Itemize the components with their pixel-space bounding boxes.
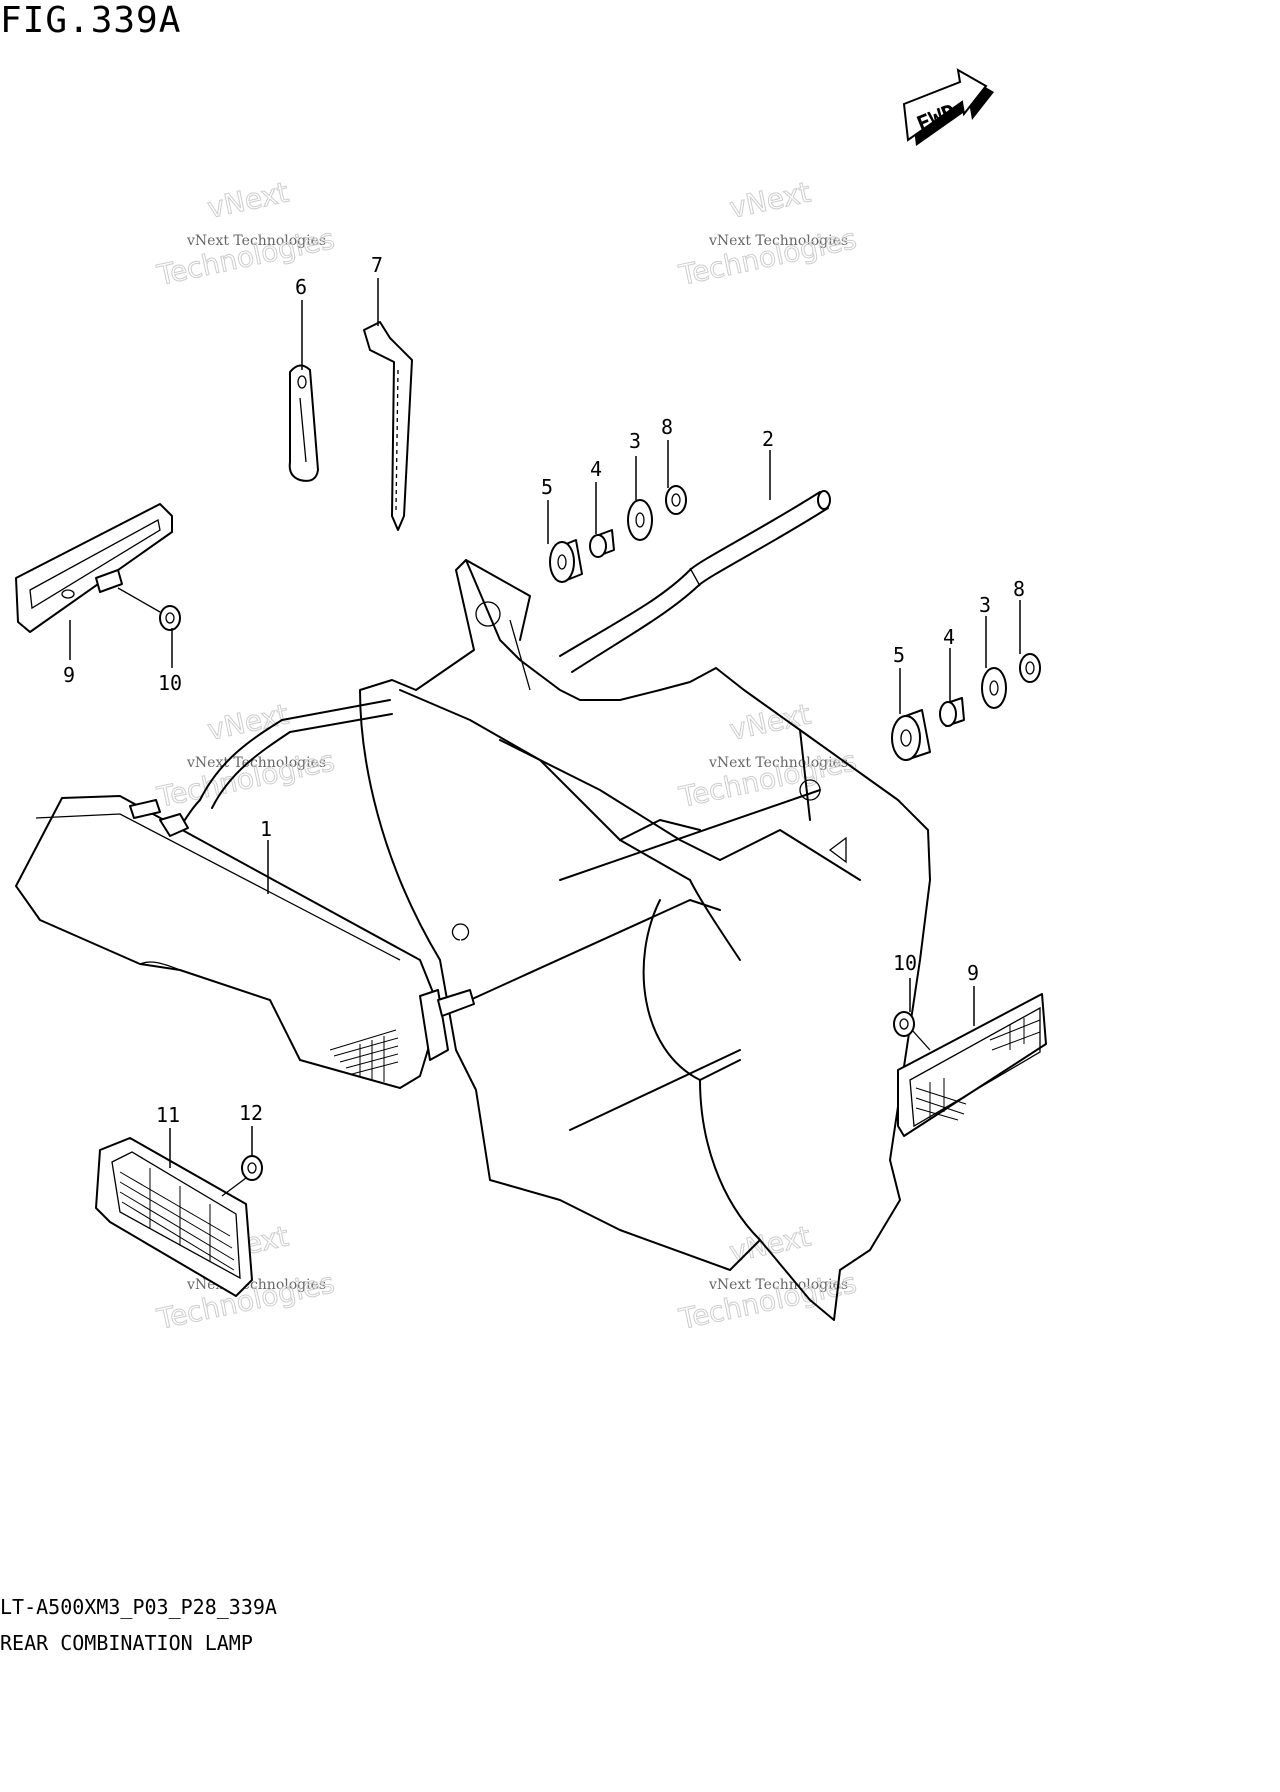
- lamp-wire: [179, 699, 393, 827]
- callout-12: 12: [239, 1101, 263, 1125]
- callout-6: 6: [295, 275, 307, 299]
- callout-5-right: 5: [893, 643, 905, 667]
- part-1-rear-combination-lamp: [15, 795, 475, 1089]
- svg-text:vNext: vNext: [205, 176, 292, 225]
- part-8-nut-right: [1019, 653, 1041, 683]
- figure-title: FIG.339A: [0, 0, 182, 41]
- callout-3-upper: 3: [629, 429, 641, 453]
- part-10-nut-left: [159, 605, 181, 631]
- part-9-reflector-right: [897, 993, 1047, 1137]
- callout-5-upper: 5: [541, 475, 553, 499]
- bracket-body: [359, 559, 931, 1321]
- part-3-washer-upper: [627, 499, 653, 541]
- svg-text:vNext Technologies: vNext Technologies: [708, 233, 848, 249]
- watermark-1: vNext vNext Technologies Technologies: [153, 175, 338, 292]
- part-5-grommet-upper: [549, 539, 583, 583]
- part-11-reflector: [95, 1137, 253, 1297]
- part-12-nut: [241, 1155, 263, 1181]
- part-7-cable-tie: [363, 321, 413, 531]
- callout-11: 11: [156, 1103, 180, 1127]
- callout-9-left: 9: [63, 663, 75, 687]
- part-6-clamp: [288, 364, 319, 482]
- svg-text:vNext Technologies: vNext Technologies: [708, 755, 848, 771]
- callout-7: 7: [371, 253, 383, 277]
- part-10-nut-right: [893, 1011, 931, 1051]
- callout-9-right: 9: [967, 961, 979, 985]
- svg-text:vNext: vNext: [727, 176, 814, 225]
- svg-text:vNext Technologies: vNext Technologies: [708, 1277, 848, 1293]
- callout-1: 1: [260, 817, 272, 841]
- part-8-nut-upper: [665, 485, 687, 515]
- callout-4-right: 4: [943, 625, 955, 649]
- section-name: REAR COMBINATION LAMP: [0, 1631, 253, 1655]
- callout-8-right: 8: [1013, 577, 1025, 601]
- model-code: LT-A500XM3_P03_P28_339A: [0, 1595, 277, 1619]
- part-9-reflector-left: [15, 503, 173, 633]
- callout-numbers: 1 2 3 3 4 4 5 5 6 7 8 8 9 9 10 10 11 12: [63, 253, 1025, 1127]
- leader-lines: [69, 278, 1021, 1168]
- watermark-2: vNext vNext Technologies Technologies: [675, 175, 860, 292]
- callout-3-right: 3: [979, 593, 991, 617]
- part-5-grommet-right: [891, 709, 931, 761]
- svg-text:vNext Technologies: vNext Technologies: [186, 233, 326, 249]
- callout-10-right: 10: [893, 951, 917, 975]
- callout-8-upper: 8: [661, 415, 673, 439]
- part-4-collar-right: [939, 697, 965, 727]
- callout-10-left: 10: [158, 671, 182, 695]
- callout-4-upper: 4: [590, 457, 602, 481]
- lamp-lens-hatch: [329, 1029, 399, 1082]
- part-3-washer-right: [981, 667, 1007, 709]
- fwd-arrow-badge: FWD: [902, 68, 994, 146]
- part-4-collar-upper: [589, 529, 615, 558]
- part-2-wire-harness: [559, 490, 831, 673]
- callout-2: 2: [762, 427, 774, 451]
- watermark-4: vNext vNext Technologies Technologies: [675, 697, 860, 814]
